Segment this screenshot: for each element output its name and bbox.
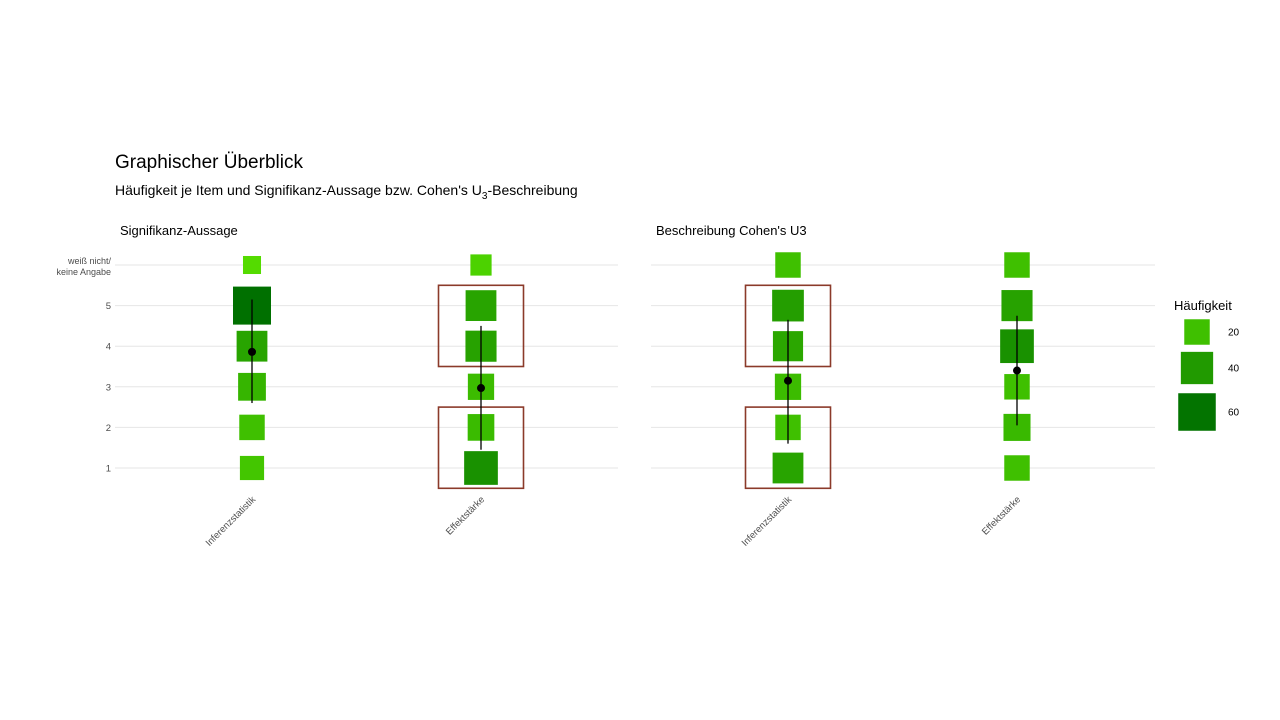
x-tick-label: Effektstärke [444,494,487,537]
legend-key-square [1184,319,1210,345]
y-tick-label: 1 [106,464,111,475]
y-tick-label: 2 [106,423,111,434]
x-tick-label: Inferenzstatistik [204,494,259,549]
mean-point [477,384,485,393]
count-square [465,290,497,321]
panel-2: Beschreibung Cohen's U3 Inferenzstatistik… [651,223,1155,549]
y-tick-label-dk-1: weiß nicht/ [67,256,112,266]
x-tick-label: Effektstärke [980,494,1023,537]
legend: Häufigkeit 20 40 60 [1174,298,1240,431]
y-tick-label: 4 [106,342,111,353]
panels-group: Signifikanz-Aussage 1 2 3 4 5 weiß nicht/keine… [56,223,1155,549]
count-square [464,451,498,485]
panel-1: Signifikanz-Aussage 1 2 3 4 5 weiß nicht/keine… [56,223,618,549]
count-square [1004,455,1030,481]
subtitle-suffix: -Beschreibung [487,182,577,198]
count-square [239,455,265,481]
count-square [772,289,804,322]
legend-key-label: 40 [1228,364,1240,375]
count-square [772,452,804,484]
count-square [470,254,492,276]
mean-point [248,347,256,356]
panel-title: Beschreibung Cohen's U3 [656,223,807,238]
legend-key-square [1180,351,1214,385]
count-square [775,252,801,278]
legend-title: Häufigkeit [1174,298,1232,313]
mean-point [1013,366,1021,375]
mean-point [784,376,792,385]
y-tick-label: 5 [106,301,111,312]
legend-key-label: 60 [1228,408,1240,419]
legend-key-square [1178,393,1216,431]
chart-subtitle: Häufigkeit je Item und Signifikanz-Aussa… [115,182,578,202]
count-square [1004,252,1030,278]
subtitle-subscript: 3 [482,191,488,202]
count-square [239,414,265,441]
y-tick-label: 3 [106,382,111,393]
count-square [242,255,262,275]
chart-title: Graphischer Überblick [115,152,303,173]
panel-title: Signifikanz-Aussage [120,223,238,238]
y-tick-label-dk-2: keine Angabe [56,267,111,277]
legend-key-label: 20 [1228,328,1240,339]
x-tick-label: Inferenzstatistik [740,494,795,549]
subtitle-prefix: Häufigkeit je Item und Signifikanz-Aussa… [115,182,482,198]
